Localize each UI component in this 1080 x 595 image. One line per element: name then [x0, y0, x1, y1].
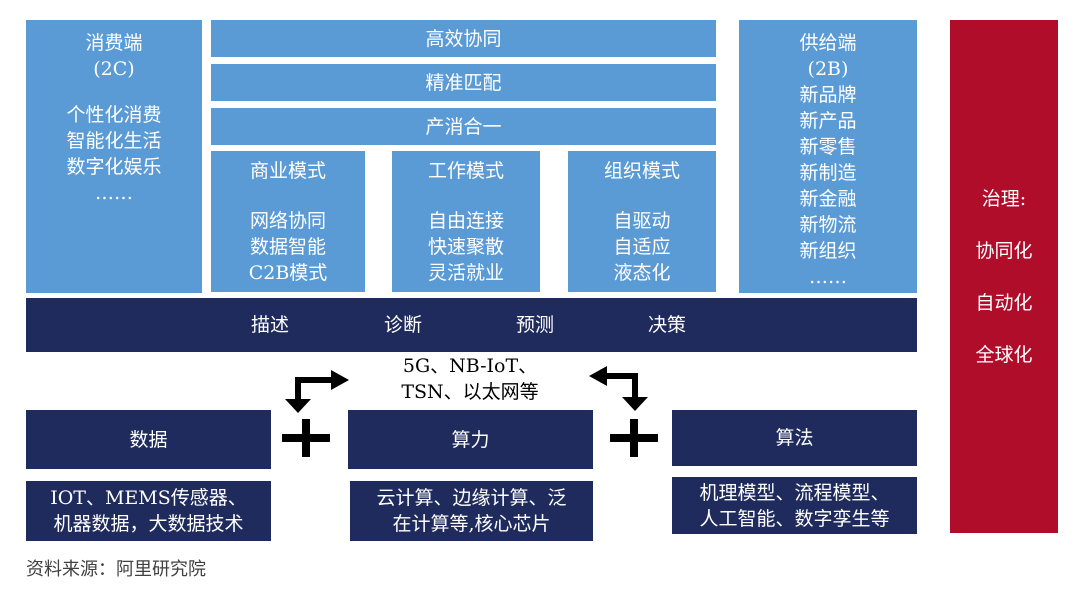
- organization-mode-box: 组织模式 自驱动 自适应 液态化: [568, 151, 716, 292]
- mode-title: 商业模式: [249, 160, 326, 182]
- detail-line: 云计算、边缘计算、泛: [376, 487, 567, 509]
- detail-line: IOT、MEMS传感器、: [50, 487, 247, 509]
- governance-item: 协同化: [975, 239, 1033, 262]
- mode-item: 自驱动: [613, 210, 671, 232]
- governance-item: 全球化: [975, 343, 1033, 366]
- supply-subtitle: (2B): [807, 58, 849, 80]
- analytics-decide: 决策: [648, 314, 687, 336]
- governance-title: 治理:: [981, 187, 1027, 210]
- supply-item: 新产品: [799, 110, 857, 132]
- consumer-item: 数字化娱乐: [66, 156, 162, 178]
- governance-item: 自动化: [975, 291, 1033, 314]
- bar-precise-matching: 精准匹配: [211, 64, 716, 101]
- mode-item: 液态化: [613, 262, 671, 284]
- supply-item: 新物流: [799, 214, 857, 236]
- network-line: TSN、以太网等: [401, 381, 539, 403]
- data-box: 数据: [26, 410, 271, 469]
- detail-line: 机理模型、流程模型、: [699, 481, 890, 504]
- mode-item: 自由连接: [427, 210, 504, 232]
- detail-line: 机器数据，大数据技术: [53, 513, 244, 535]
- supply-item: 新制造: [799, 162, 857, 184]
- mode-item: 网络协同: [249, 210, 326, 232]
- mode-item: 快速聚散: [427, 236, 504, 258]
- consumer-item: 个性化消费: [66, 104, 162, 126]
- consumer-subtitle: (2C): [93, 58, 135, 80]
- analytics-describe: 描述: [251, 314, 290, 336]
- mode-title: 工作模式: [427, 160, 504, 182]
- detail-line: 人工智能、数字孪生等: [699, 507, 890, 530]
- supply-item: 新零售: [799, 136, 857, 158]
- network-label: 5G、NB-IoT、 TSN、以太网等: [348, 353, 592, 405]
- analytics-predict: 预测: [516, 314, 555, 336]
- compute-box: 算力: [348, 410, 593, 469]
- mode-title: 组织模式: [603, 160, 680, 182]
- consumer-item: ……: [95, 182, 133, 204]
- mode-item: 自适应: [613, 236, 671, 258]
- algorithm-detail-box: 机理模型、流程模型、 人工智能、数字孪生等: [672, 477, 917, 534]
- supply-item: 新金融: [799, 188, 857, 210]
- consumer-panel: 消费端 (2C) 个性化消费 智能化生活 数字化娱乐 ……: [26, 20, 202, 293]
- supply-panel: 供给端 (2B) 新品牌 新产品 新零售 新制造 新金融 新物流 新组织 ……: [739, 20, 917, 293]
- right-elbow-arrow-icon: [589, 366, 648, 411]
- supply-item: 新品牌: [799, 84, 857, 106]
- work-mode-box: 工作模式 自由连接 快速聚散 灵活就业: [392, 151, 540, 292]
- algorithm-box: 算法: [672, 410, 917, 466]
- supply-title: 供给端: [799, 32, 857, 54]
- analytics-diagnose: 诊断: [384, 314, 423, 336]
- mode-item: 数据智能: [249, 236, 326, 258]
- detail-line: 在计算等,核心芯片: [392, 513, 551, 535]
- bar-efficient-collaboration: 高效协同: [211, 20, 716, 57]
- compute-detail-box: 云计算、边缘计算、泛 在计算等,核心芯片: [350, 481, 593, 541]
- source-note: 资料来源：阿里研究院: [26, 559, 206, 580]
- left-elbow-arrow-icon: [285, 370, 349, 413]
- business-mode-box: 商业模式 网络协同 数据智能 C2B模式: [211, 151, 365, 292]
- mode-item: 灵活就业: [427, 262, 504, 284]
- network-line: 5G、NB-IoT、: [402, 355, 538, 377]
- analytics-bar: 描述 诊断 预测 决策: [26, 298, 917, 352]
- data-detail-box: IOT、MEMS传感器、 机器数据，大数据技术: [26, 481, 271, 541]
- plus-icon: [610, 419, 658, 457]
- governance-panel: 治理: 协同化 自动化 全球化: [950, 20, 1058, 533]
- supply-item: 新组织: [799, 240, 857, 262]
- consumer-item: 智能化生活: [66, 130, 162, 152]
- consumer-title: 消费端: [85, 32, 143, 54]
- mode-item: C2B模式: [248, 262, 328, 284]
- supply-item: ……: [809, 266, 847, 288]
- bar-prosumption: 产消合一: [211, 108, 716, 145]
- plus-icon: [282, 419, 330, 457]
